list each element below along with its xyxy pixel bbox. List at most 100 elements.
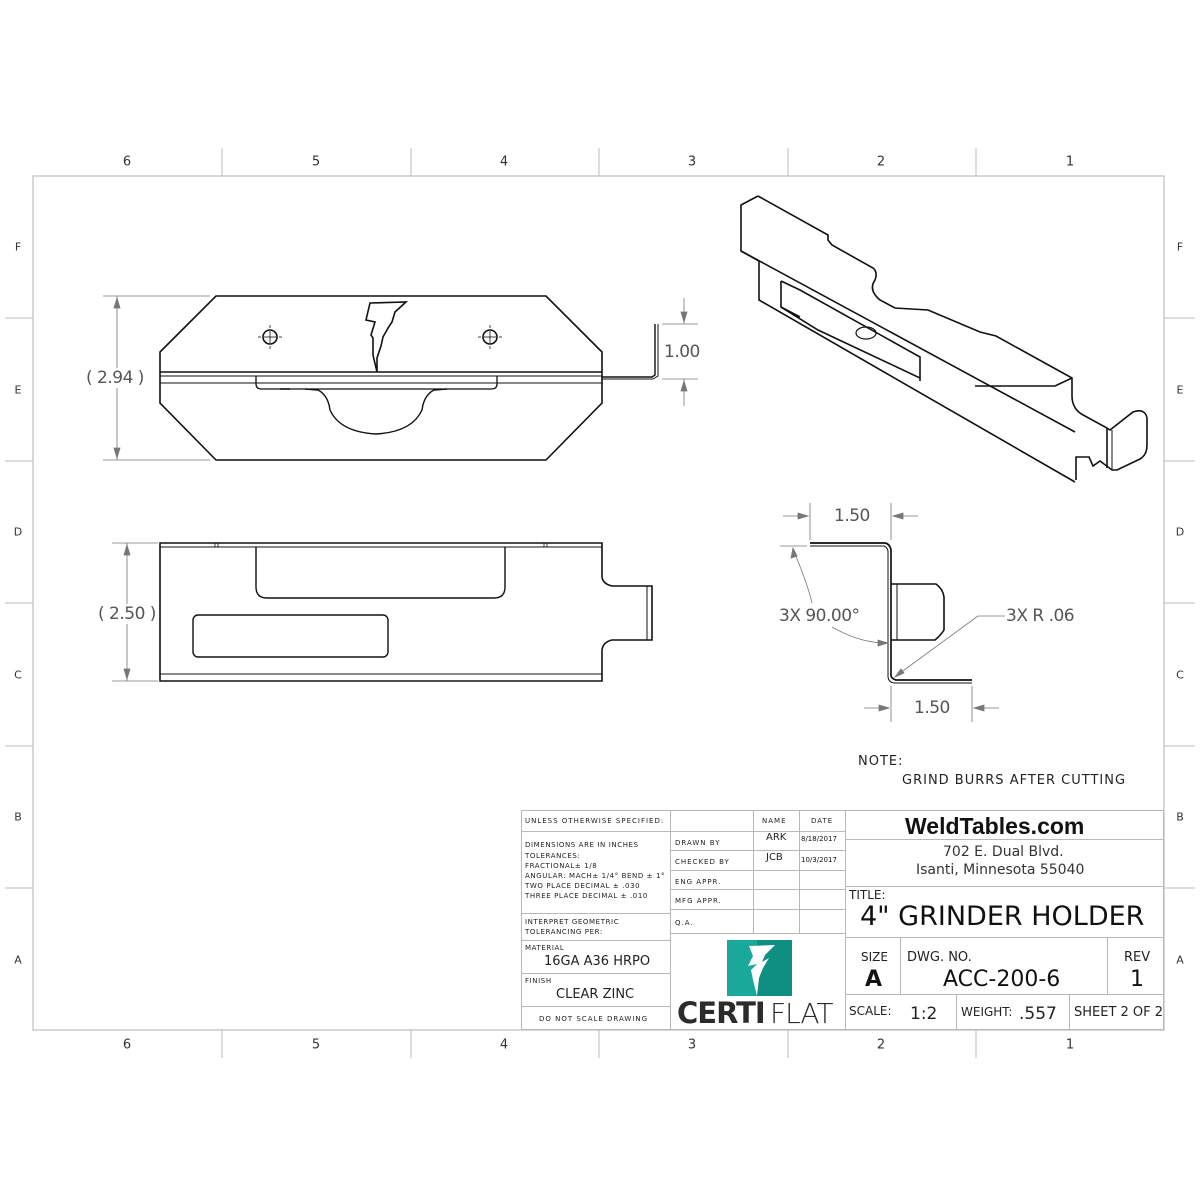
- zone-left-B: B: [14, 810, 22, 824]
- radius-callout: 3X R .06: [1006, 606, 1075, 626]
- weight-value: .557: [1019, 1004, 1057, 1024]
- scale-label: SCALE:: [849, 1004, 892, 1018]
- tb-do-not-scale-cell: DO NOT SCALE DRAWING: [521, 1006, 671, 1030]
- tb-unless-cell: UNLESS OTHERWISE SPECIFIED:: [521, 810, 671, 832]
- tb-material-cell: MATERIAL 16GA A36 HRPO: [521, 940, 671, 974]
- scale-cell: SCALE: 1:2: [845, 994, 957, 1030]
- sheet-cell: SHEET 2 OF 2: [1069, 994, 1164, 1030]
- weight-cell: WEIGHT: .557: [956, 994, 1070, 1030]
- tb-finish-cell: FINISH CLEAR ZINC: [521, 973, 671, 1007]
- checked-by-name-cell: JCB: [753, 850, 800, 871]
- address-cell: 702 E. Dual Blvd. Isanti, Minnesota 5504…: [845, 839, 1164, 887]
- drawing-title: 4" GRINDER HOLDER: [860, 901, 1145, 932]
- side-view-bottom-width-dim: 1.50: [914, 698, 950, 718]
- zone-right-D: D: [1175, 525, 1185, 539]
- front-view: [159, 542, 653, 682]
- tolerances-label: TOLERANCES:: [525, 852, 581, 860]
- logo-text-bold: CERTI: [677, 996, 766, 1030]
- mfg-appr-name-cell: [753, 889, 800, 910]
- drawn-by-label: DRAWN BY: [675, 839, 721, 847]
- date-header: DATE: [811, 817, 834, 825]
- material-value: 16GA A36 HRPO: [544, 954, 651, 969]
- two-place-tolerance: TWO PLACE DECIMAL ± .030: [525, 882, 641, 890]
- tb-tolerances-cell: DIMENSIONS ARE IN INCHES TOLERANCES: FRA…: [521, 831, 671, 914]
- size-cell: SIZE A: [845, 937, 901, 995]
- tb-date-header: DATE: [799, 810, 846, 832]
- rev-label: REV: [1124, 950, 1151, 965]
- drawn-by-date: 8/18/2017: [801, 835, 837, 843]
- zone-top-5: 5: [311, 154, 321, 170]
- zone-left-C: C: [14, 668, 22, 682]
- logo-text-light: FLAT: [770, 997, 833, 1030]
- zone-bottom-2: 2: [876, 1037, 886, 1053]
- company-name: WeldTables.com: [905, 813, 1085, 839]
- note-text: GRIND BURRS AFTER CUTTING: [902, 773, 1127, 788]
- dwg-no-value: ACC-200-6: [943, 967, 1061, 992]
- mfg-appr-label: MFG APPR.: [675, 897, 722, 905]
- checked-by-date-cell: 10/3/2017: [799, 850, 846, 871]
- lightning-bolt-icon: [727, 940, 792, 996]
- eng-appr-date-cell: [799, 870, 846, 890]
- side-view-top-width-dim: 1.50: [834, 506, 870, 526]
- mfg-appr-label-cell: MFG APPR.: [670, 889, 754, 910]
- size-value: A: [865, 967, 883, 992]
- dimensions-note: DIMENSIONS ARE IN INCHES: [525, 841, 639, 849]
- qa-label: Q.A.: [675, 919, 694, 927]
- angle-callout: 3X 90.00°: [779, 606, 860, 626]
- weight-label: WEIGHT:: [961, 1005, 1013, 1019]
- zone-bottom-5: 5: [311, 1037, 321, 1053]
- three-place-tolerance: THREE PLACE DECIMAL ± .010: [525, 892, 648, 900]
- address-line-1: 702 E. Dual Blvd.: [943, 844, 1064, 860]
- drawn-by-name: ARK: [766, 832, 787, 843]
- front-view-height-dim: ( 2.50 ): [98, 604, 156, 624]
- zone-left-A: A: [14, 953, 22, 967]
- eng-appr-label-cell: ENG APPR.: [670, 870, 754, 890]
- zone-top-1: 1: [1065, 154, 1075, 170]
- tb-name-header: NAME: [753, 810, 800, 832]
- angular-tolerance: ANGULAR: MACH± 1/4° BEND ± 1°: [525, 872, 666, 880]
- zone-left-F: F: [14, 240, 22, 254]
- zone-bottom-3: 3: [687, 1037, 697, 1053]
- tb-interpret-cell: INTERPRET GEOMETRIC TOLERANCING PER:: [521, 913, 671, 941]
- side-view: [810, 542, 972, 684]
- fractional-tolerance: FRACTIONAL± 1/8: [525, 862, 598, 870]
- logo-cell: CERTI FLAT: [670, 933, 846, 1030]
- finish-value: CLEAR ZINC: [556, 987, 635, 1002]
- drawn-by-date-cell: 8/18/2017: [799, 831, 846, 851]
- eng-appr-name-cell: [753, 870, 800, 890]
- checked-by-label: CHECKED BY: [675, 858, 730, 866]
- mfg-appr-date-cell: [799, 889, 846, 910]
- rev-value: 1: [1130, 967, 1144, 992]
- dwg-no-cell: DWG. NO. ACC-200-6: [900, 937, 1108, 995]
- title-block: UNLESS OTHERWISE SPECIFIED: DIMENSIONS A…: [521, 810, 1164, 1030]
- zone-left-D: D: [13, 525, 23, 539]
- checked-by-date: 10/3/2017: [801, 856, 837, 864]
- isometric-view: [740, 195, 1148, 483]
- qa-label-cell: Q.A.: [670, 909, 754, 934]
- tb-blank-header: [670, 810, 754, 832]
- zone-top-4: 4: [499, 154, 509, 170]
- title-cell: TITLE: 4" GRINDER HOLDER: [845, 886, 1164, 938]
- zone-right-F: F: [1176, 240, 1184, 254]
- checked-by-name: JCB: [766, 852, 783, 863]
- eng-appr-label: ENG APPR.: [675, 878, 722, 886]
- material-label: MATERIAL: [525, 944, 565, 952]
- finish-label: FINISH: [525, 977, 552, 985]
- zone-right-A: A: [1176, 953, 1184, 967]
- zone-right-B: B: [1176, 810, 1184, 824]
- zone-right-E: E: [1176, 383, 1184, 397]
- rev-cell: REV 1: [1107, 937, 1164, 995]
- top-view: [159, 295, 659, 461]
- drawn-by-label-cell: DRAWN BY: [670, 831, 754, 851]
- zone-bottom-6: 6: [122, 1037, 132, 1053]
- do-not-scale: DO NOT SCALE DRAWING: [539, 1015, 649, 1023]
- size-label: SIZE: [861, 950, 888, 964]
- title-label: TITLE:: [849, 888, 886, 902]
- zone-bottom-1: 1: [1065, 1037, 1075, 1053]
- company-cell: WeldTables.com: [845, 810, 1164, 840]
- interpret-line-2: TOLERANCING PER:: [525, 928, 603, 936]
- unless-specified: UNLESS OTHERWISE SPECIFIED:: [525, 817, 665, 825]
- address-line-2: Isanti, Minnesota 55040: [916, 862, 1085, 878]
- certiflat-logo: [727, 940, 792, 996]
